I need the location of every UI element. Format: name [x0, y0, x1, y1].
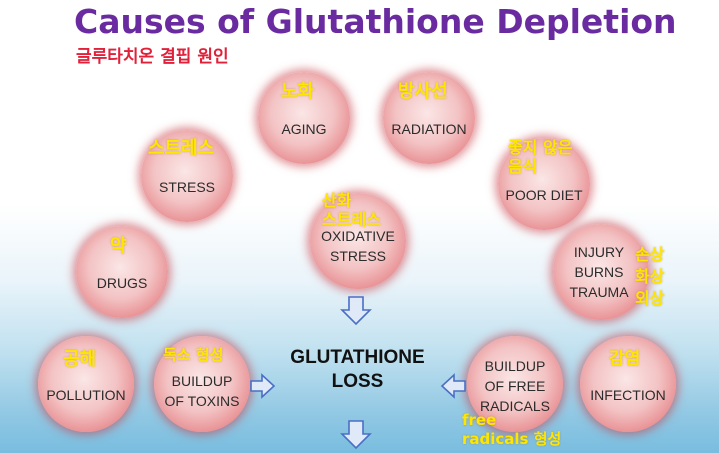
cause-drugs: DRUGS — [76, 226, 168, 318]
cause-stress: STRESS — [141, 130, 233, 222]
cause-free-radicals-label: BUILDUP OF FREE RADICALS — [479, 358, 551, 414]
korean-label-infection: 감염 — [609, 349, 641, 369]
korean-label-poor-diet: 좋지 않은 음식 — [508, 138, 573, 176]
cause-poor-diet: POOR DIET — [498, 138, 590, 230]
right-arrow-icon — [250, 373, 276, 399]
cause-pollution-label: POLLUTION — [46, 387, 126, 403]
page-title: Causes of Glutathione Depletion — [74, 2, 677, 41]
cause-aging-label: AGING — [281, 121, 327, 137]
down-arrow-icon — [340, 420, 372, 450]
korean-label-radiation: 방사선 — [398, 81, 448, 102]
korean-label-stress: 스트레스 — [148, 138, 215, 159]
cause-injury-label: INJURY BURNS TRAUMA — [569, 244, 629, 300]
korean-label-radicals: free radicals 형성 — [462, 411, 562, 448]
down-arrow-icon — [340, 296, 372, 326]
cause-pollution: POLLUTION — [38, 336, 134, 432]
korean-label-oxidative: 산화 스트레스 — [322, 191, 381, 229]
cause-infection: INFECTION — [580, 336, 676, 432]
korean-label-aging: 노화 — [281, 81, 315, 102]
cause-oxidative-stress: OXIDATIVE STRESS — [310, 193, 406, 289]
cause-aging: AGING — [258, 72, 350, 164]
cause-infection-label: INFECTION — [590, 387, 666, 403]
cause-radiation-label: RADIATION — [391, 121, 467, 137]
left-arrow-icon — [440, 373, 466, 399]
korean-label-pollution: 공해 — [63, 349, 97, 370]
cause-toxins-label: BUILDUP OF TOXINS — [164, 373, 240, 409]
cause-oxidative-stress-label: OXIDATIVE STRESS — [321, 228, 395, 264]
page-subtitle: 글루타치온 결핍 원인 — [76, 47, 229, 67]
cause-toxins: BUILDUP OF TOXINS — [154, 336, 250, 432]
cause-drugs-label: DRUGS — [96, 275, 148, 291]
cause-free-radicals: BUILDUP OF FREE RADICALS — [467, 336, 563, 432]
cause-radiation: RADIATION — [383, 72, 475, 164]
cause-stress-label: STRESS — [158, 179, 215, 195]
cause-poor-diet-label: POOR DIET — [505, 187, 583, 203]
korean-label-drugs: 약 — [110, 236, 127, 257]
korean-label-toxins: 독소 형성 — [163, 346, 224, 364]
glutathione-loss-label: GLUTATHIONE LOSS — [290, 347, 425, 392]
cause-injury: INJURY BURNS TRAUMA — [553, 224, 649, 320]
korean-label-injury: 손상 화상 외상 — [635, 245, 665, 308]
